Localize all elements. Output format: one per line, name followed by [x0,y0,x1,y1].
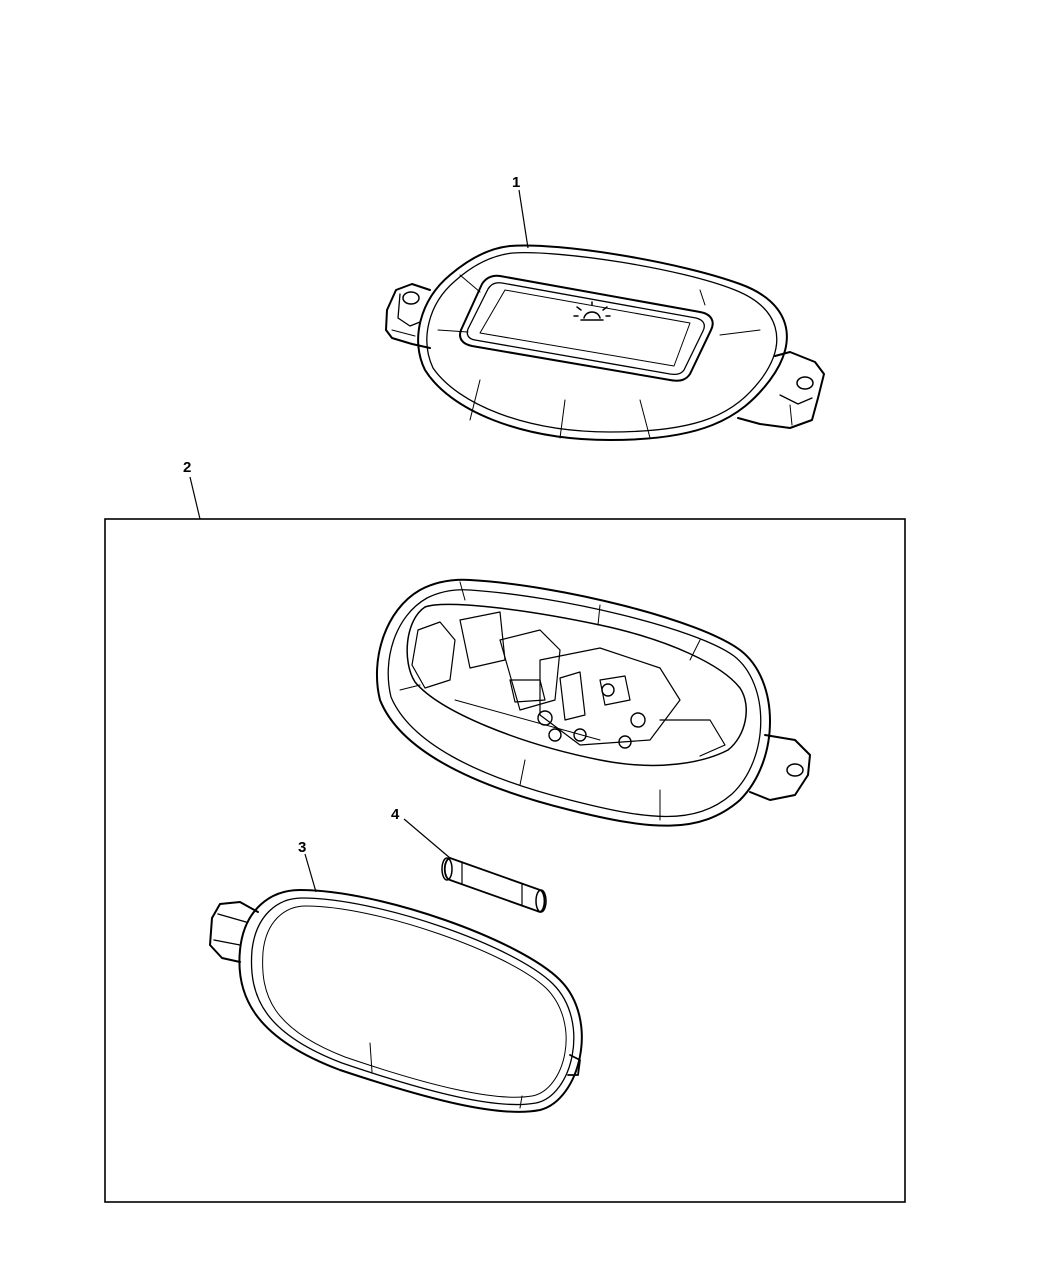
kit-boundary-box [104,518,906,1203]
part-1-left-tab [385,283,431,349]
callout-2: 2 [183,459,191,476]
light-switch-button [459,274,714,382]
leader-line-4 [403,818,451,859]
part-3-lens [209,889,583,1113]
callout-4: 4 [391,806,400,823]
part-2-housing [376,578,811,827]
part-4-fuse-bulb [441,857,547,913]
part-1-cover [385,244,825,441]
light-bulb-icon [573,301,611,321]
callout-3: 3 [298,839,306,856]
callout-1: 1 [512,174,520,191]
part-1-right-tab [737,351,825,429]
leader-line-1 [518,189,529,249]
leader-line-2 [189,476,201,520]
leader-line-3 [304,853,317,893]
